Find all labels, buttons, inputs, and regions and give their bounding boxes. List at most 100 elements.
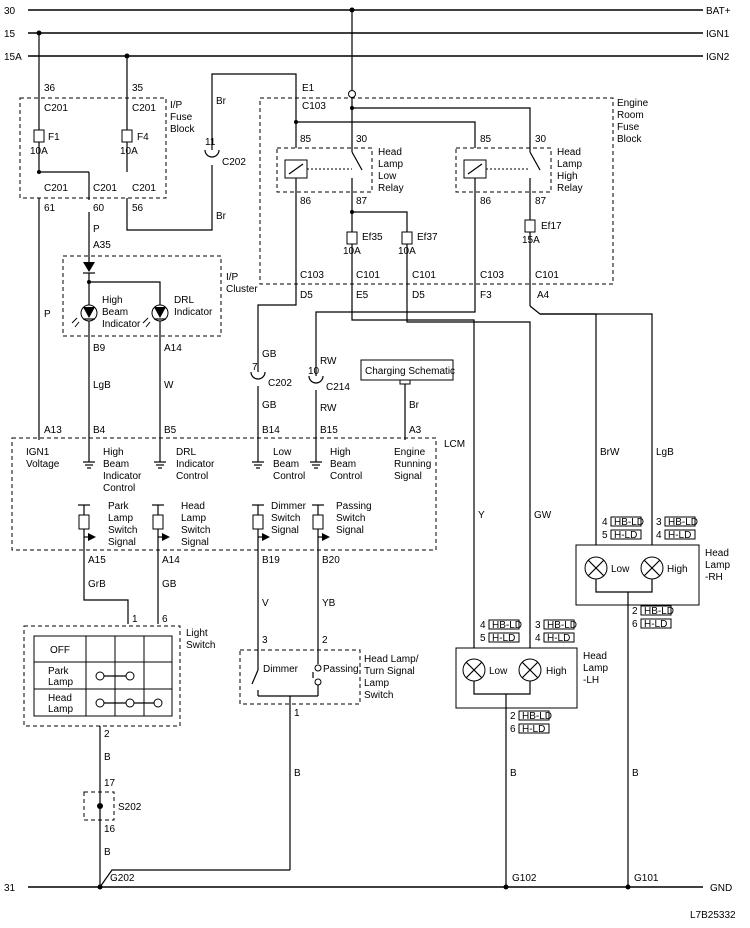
- pin-label: 30: [535, 134, 547, 145]
- ground-icon: [154, 440, 166, 469]
- fuse-rating: 10A: [120, 146, 138, 157]
- pin-tag-label: H-LD: [492, 633, 515, 644]
- pin-label: A35: [93, 240, 111, 251]
- lcm-input-label: Indicator: [103, 471, 142, 482]
- indicator-label: Beam: [102, 307, 128, 318]
- wire-y: [351, 316, 475, 648]
- connector-c214-10: [308, 375, 324, 384]
- lcm-input-label: Beam: [103, 459, 129, 470]
- diode-icon: [83, 262, 95, 272]
- pin-label: 17: [104, 778, 116, 789]
- bus-31-label: 31: [4, 883, 16, 894]
- lcm-input-label: Head: [181, 501, 205, 512]
- lcm-input-label: Beam: [330, 459, 356, 470]
- pin-label: 3: [535, 620, 541, 631]
- indicator-label: DRL: [174, 295, 194, 306]
- light-switch-title: Light: [186, 628, 208, 639]
- bulb-icon: [643, 559, 661, 577]
- bulb-label: Low: [611, 564, 630, 575]
- pin-label: 4: [656, 530, 662, 541]
- engine-room-fuse-outline: [259, 97, 614, 285]
- pin-label: F3: [480, 290, 492, 301]
- pullup-resistor: [78, 514, 90, 530]
- head-lamp-rh: Head Lamp -RH 4 HB-LD 5 H-LD 3 HB-LD 4 H…: [575, 516, 730, 887]
- connector-label: C201: [93, 183, 117, 194]
- wire-color-label: B: [632, 768, 639, 779]
- wire-color-label: GB: [262, 400, 277, 411]
- fuse-rating: 15A: [522, 235, 540, 246]
- contact-icon: [95, 671, 105, 681]
- ip-fuse-block-outline: [19, 97, 167, 199]
- relay-title: Lamp: [557, 159, 582, 170]
- connector-label: C201: [44, 103, 68, 114]
- bulb-label: High: [546, 666, 567, 677]
- pin-tag: [664, 516, 696, 527]
- connector-c103: [348, 90, 356, 98]
- engine-room-fuse-block: Engine Room Fuse Block E1 C103 85 30 86 …: [259, 10, 649, 316]
- connector-label: C201: [132, 183, 156, 194]
- pin-label: A13: [44, 425, 62, 436]
- pin-tag-label: H-LD: [522, 724, 545, 735]
- lcm-input-label: High: [103, 447, 124, 458]
- pin-label: 6: [510, 724, 516, 735]
- bus-ign1-label: IGN1: [706, 29, 730, 40]
- lcm-input-label: Signal: [336, 525, 364, 536]
- pin-tag: [518, 723, 550, 734]
- switch-position-label: OFF: [50, 645, 70, 656]
- pin-tag-label: H-LD: [644, 619, 667, 630]
- lcm-input-label: Lamp: [181, 513, 206, 524]
- wire-gb: [257, 295, 297, 372]
- wire-color-label: BrW: [600, 447, 620, 458]
- connector-pin: 7: [252, 362, 258, 373]
- br-wire-to-e1: 11 C202 Br Br: [126, 73, 297, 231]
- switch-blade: [251, 669, 259, 685]
- pin-tag-label: HB-LD: [492, 620, 522, 631]
- wire-color-label: Br: [409, 400, 420, 411]
- lcm-input-label: DRL: [176, 447, 196, 458]
- lcm-input-label: Control: [273, 471, 305, 482]
- pin-tag: [543, 619, 575, 630]
- pin-label: 2: [510, 711, 516, 722]
- ref-tab: [399, 379, 411, 385]
- wire-color-label: Y: [478, 510, 485, 521]
- wire-color-label: LgB: [93, 380, 111, 391]
- head-lamp-low-relay: [276, 147, 373, 193]
- lamp-title: Head: [583, 651, 607, 662]
- pin-label: 87: [356, 196, 368, 207]
- pin-label: 85: [480, 134, 492, 145]
- lcm-input-label: Control: [176, 471, 208, 482]
- lcm-outline: [11, 437, 437, 551]
- pin-label: 30: [356, 134, 368, 145]
- charging-schematic-label: Charging Schematic: [365, 366, 455, 377]
- ground-junction: [97, 884, 103, 890]
- indicator-label: Indicator: [102, 319, 141, 330]
- fuse-label: Ef17: [541, 221, 562, 232]
- lcm-input-label: Signal: [181, 537, 209, 548]
- lcm-input-label: Control: [330, 471, 362, 482]
- connector-label: C101: [412, 270, 436, 281]
- wire-br: [211, 73, 297, 150]
- contact-icon: [95, 698, 105, 708]
- pin-label: 16: [104, 824, 116, 835]
- turn-switch-title: Switch: [364, 690, 393, 701]
- lcm-input-label: Indicator: [176, 459, 215, 470]
- wire-color-label: GB: [262, 349, 277, 360]
- wire-color-label: W: [164, 380, 174, 391]
- connector-label: C103: [300, 270, 324, 281]
- lcm-input-label: Running: [394, 459, 431, 470]
- splice-label: S202: [118, 802, 142, 813]
- led-ray: [145, 321, 151, 328]
- fuse-ef37: [401, 231, 413, 245]
- splice-s202: 17 S202 16 B: [83, 778, 142, 887]
- pin-label: 86: [480, 196, 492, 207]
- pin-label: A14: [162, 555, 180, 566]
- pin-label: 36: [44, 83, 56, 94]
- ip-cluster: I/P Cluster P A35 High Beam Indicator DR…: [62, 212, 258, 354]
- pin-label: 60: [93, 203, 105, 214]
- wire-color-label: B: [104, 847, 111, 858]
- bus-15a-label: 15A: [4, 52, 22, 63]
- wire-color-label: B: [294, 768, 301, 779]
- wire-color-label: RW: [320, 356, 337, 367]
- beam-control-wires: 7 C202 GB GB 10 C214 RW RW: [250, 295, 476, 440]
